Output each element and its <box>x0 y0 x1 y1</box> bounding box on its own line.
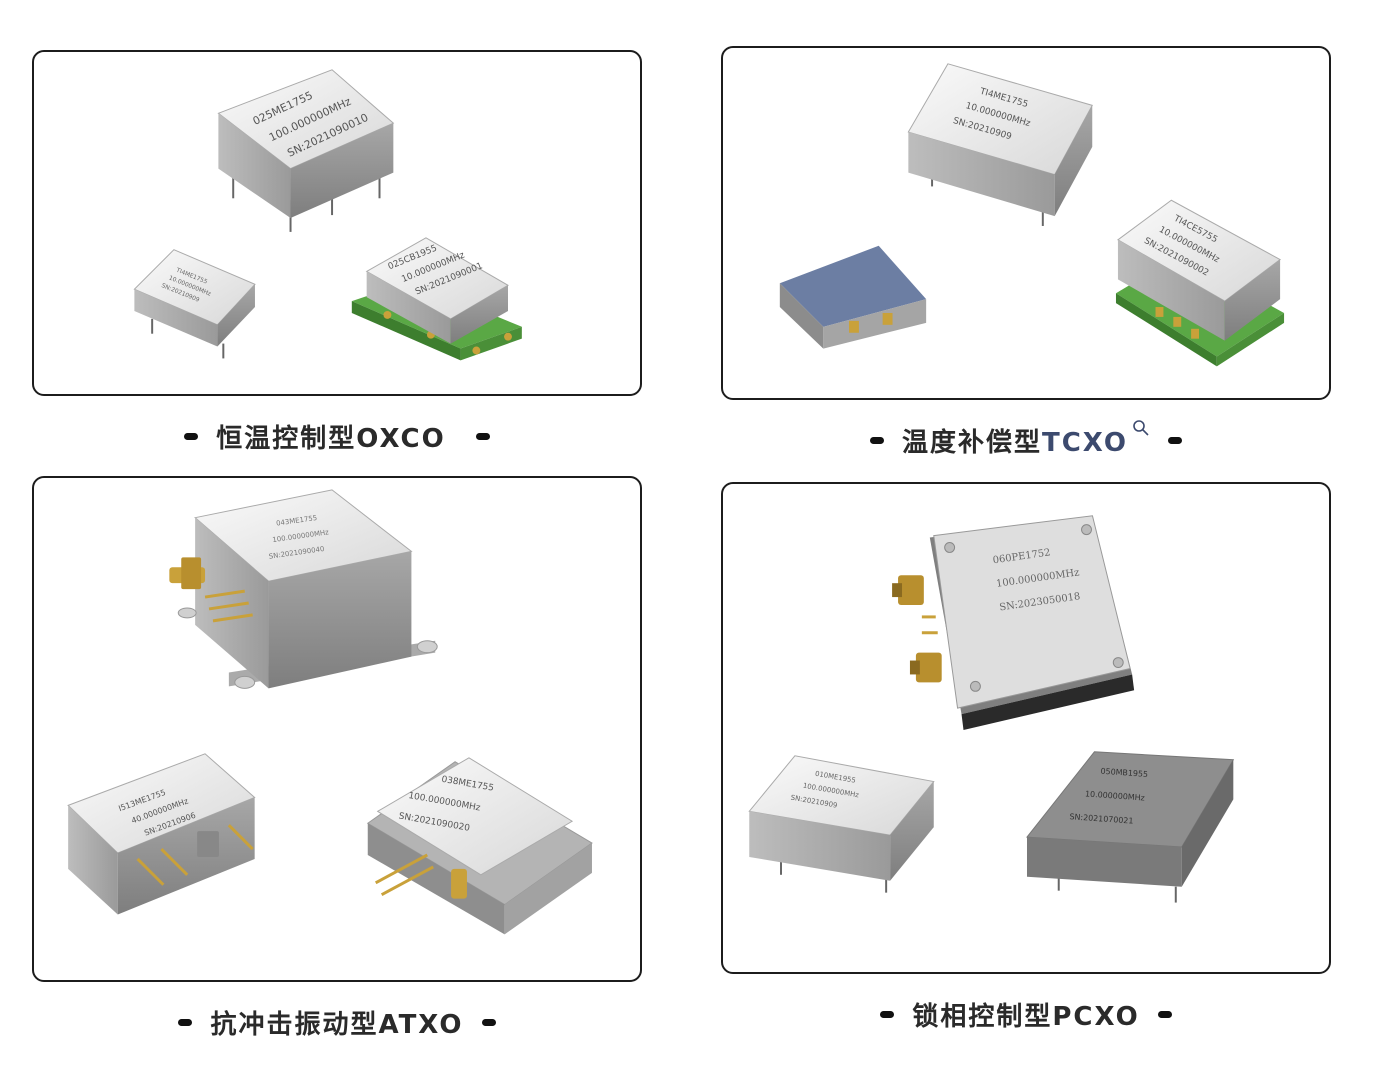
atxo-image-panel: 043ME1755 100.000000MHz SN:2021090040 I5… <box>32 476 642 982</box>
tcxo-ceramic-smd <box>779 245 927 349</box>
pcxo-caption-tag: PCXO <box>1052 1001 1140 1032</box>
tcxo-caption: 温度补偿型 TCXO <box>721 419 1331 460</box>
pcxo-p3-line3: SN:2021070021 <box>1069 812 1134 825</box>
caption-bullet <box>184 432 199 440</box>
atxo-caption-tag: ATXO <box>378 1009 464 1040</box>
tcxo-product-image: TI4ME1755 10.000000MHz SN:20210909 <box>779 63 1285 367</box>
pcxo-caption-cn: 锁相控制型 <box>912 1001 1053 1032</box>
pcxo-small-module: 010ME1955 100.000000MHz SN:20210909 <box>748 755 935 893</box>
pcxo-image-panel: 060PE1752 100.000000MHz SN:2023050018 01… <box>721 482 1331 974</box>
caption-bullet <box>880 1010 895 1018</box>
atxo-caption: 抗冲击振动型 ATXO <box>32 1002 642 1042</box>
pcxo-p3-line1: 050MB1955 <box>1100 767 1148 779</box>
caption-bullet <box>1168 436 1183 444</box>
caption-bullet <box>1157 1010 1172 1018</box>
tcxo-caption-cn: 温度补偿型 <box>901 427 1042 458</box>
search-icon[interactable] <box>1132 419 1150 437</box>
oxco-smd-module: 025CB1955 10.000000MHz SN:2021090001 <box>351 237 522 361</box>
caption-bullet <box>178 1018 193 1026</box>
atxo-caption-cn: 抗冲击振动型 <box>210 1009 379 1040</box>
oxco-caption-cn: 恒温控制型 <box>216 423 357 454</box>
oxco-image-panel: 025ME1755 100.000000MHz SN:2021090010 TI… <box>32 50 642 396</box>
oxco-small-module: TI4ME1755 10.000000MHz SN:20210909 <box>133 249 256 359</box>
atxo-small-module: I513ME1755 40.000000MHz SN:20210906 <box>67 753 256 915</box>
pcxo-caption: 锁相控制型 PCXO <box>721 994 1331 1034</box>
oxco-caption-tag: OXCO <box>356 423 446 454</box>
tcxo-caption-tag: TCXO <box>1041 427 1129 458</box>
pcxo-product-image: 060PE1752 100.000000MHz SN:2023050018 01… <box>748 515 1235 903</box>
caption-bullet <box>475 432 490 440</box>
atxo-product-image: 043ME1755 100.000000MHz SN:2021090040 I5… <box>67 489 593 935</box>
oxco-large-module: 025ME1755 100.000000MHz SN:2021090010 <box>217 69 395 232</box>
caption-bullet <box>869 436 884 444</box>
pcxo-p3-line2: 10.000000MHz <box>1085 789 1145 802</box>
atxo-smd-module: 038ME1755 100.000000MHz SN:2021090020 <box>366 757 593 935</box>
tcxo-image-panel: TI4ME1755 10.000000MHz SN:20210909 <box>721 46 1331 400</box>
pcxo-dark-module: 050MB1955 10.000000MHz SN:2021070021 <box>1026 751 1235 903</box>
tcxo-large-module: TI4ME1755 10.000000MHz SN:20210909 <box>907 63 1093 226</box>
pcxo-large-module: 060PE1752 100.000000MHz SN:2023050018 <box>892 515 1135 730</box>
atxo-large-module: 043ME1755 100.000000MHz SN:2021090040 <box>169 489 438 689</box>
tcxo-smd-module: TI4CE5755 10.000000MHz SN:2021090002 <box>1115 199 1285 367</box>
caption-bullet <box>481 1018 496 1026</box>
oxco-product-image: 025ME1755 100.000000MHz SN:2021090010 TI… <box>133 69 522 361</box>
oxco-caption: 恒温控制型 OXCO <box>32 416 642 456</box>
